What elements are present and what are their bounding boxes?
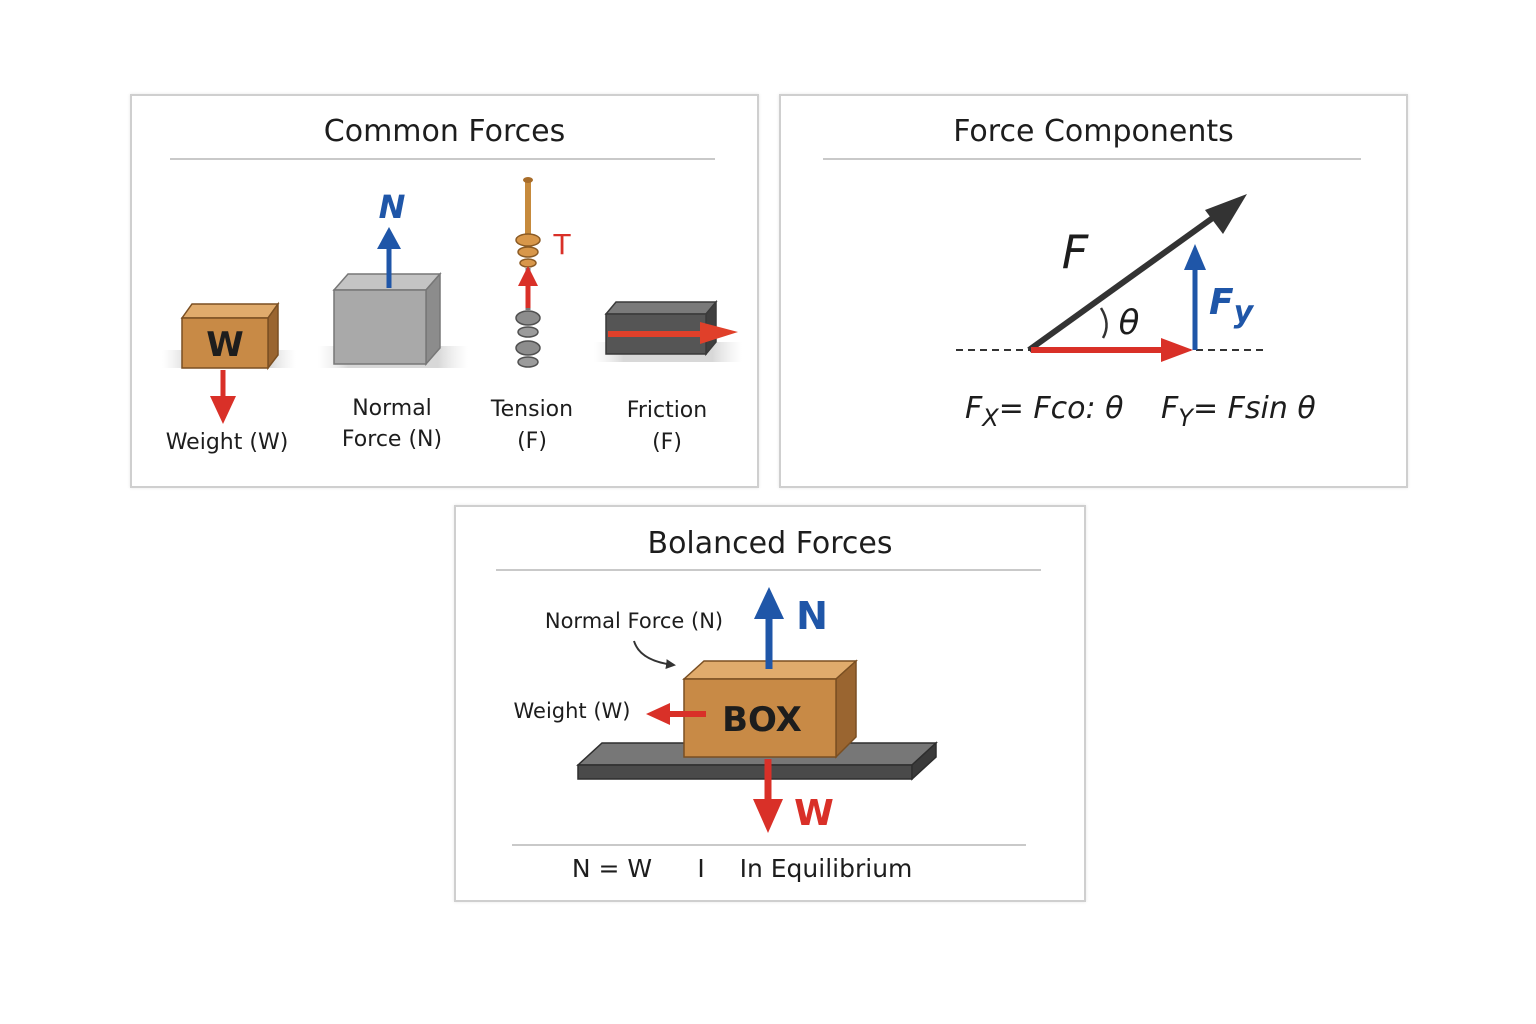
rope-knot-2 bbox=[517, 246, 539, 258]
balanced-forces-panel: Bolanced Forces BOX N bbox=[454, 505, 1086, 902]
normal-symbol: N bbox=[379, 188, 406, 226]
rope-knot-3 bbox=[519, 258, 537, 268]
platform-side bbox=[911, 741, 937, 781]
friction-label-line2: (F) bbox=[652, 430, 682, 455]
force-vector bbox=[1027, 194, 1247, 353]
box-label: BOX bbox=[722, 700, 802, 740]
weight-box-front bbox=[181, 317, 269, 369]
normal-arrow bbox=[754, 587, 784, 669]
force-components-panel: Force Components θ F Fy FX= Fco: θ FY= F… bbox=[779, 94, 1408, 488]
fy-label: Fy bbox=[1209, 282, 1255, 330]
common-forces-title: Common Forces bbox=[323, 114, 566, 149]
weight-down-arrow bbox=[753, 759, 783, 833]
balanced-forces-illustration: BOX N W bbox=[576, 587, 938, 834]
weight-symbol: W bbox=[794, 793, 834, 834]
fy-vector bbox=[1184, 244, 1206, 350]
tension-rope bbox=[515, 177, 541, 368]
weight-box-letter: W bbox=[206, 325, 244, 365]
spring-coil-3 bbox=[515, 340, 541, 356]
friction-arrow-head bbox=[700, 322, 738, 344]
rope-end bbox=[523, 177, 533, 183]
weight-box: W bbox=[162, 301, 296, 371]
fy-label-sub: y bbox=[1234, 295, 1255, 330]
equation: N = W bbox=[571, 854, 653, 883]
box: BOX bbox=[682, 659, 858, 759]
fy-equation: FY= Fsin θ bbox=[1161, 391, 1316, 432]
force-components-illustration: θ F Fy FX= Fco: θ FY= Fsin θ bbox=[956, 194, 1316, 432]
fx-vector-head bbox=[1161, 338, 1193, 362]
spring-coil-4 bbox=[517, 356, 539, 368]
tension-symbol: T bbox=[552, 228, 571, 261]
normal-label-line1: Normal bbox=[352, 396, 432, 421]
weight-label: Weight (W) bbox=[165, 430, 289, 455]
title-divider bbox=[823, 158, 1361, 160]
title-divider bbox=[496, 569, 1041, 571]
fy-eq-sub: Y bbox=[1178, 404, 1195, 432]
fy-eq-main: F bbox=[1161, 391, 1179, 426]
fy-eq-rhs: = Fsin θ bbox=[1193, 391, 1316, 426]
title-divider bbox=[170, 158, 715, 160]
fx-eq-rhs: = Fco: θ bbox=[999, 391, 1124, 426]
normal-pointer-arrow bbox=[633, 640, 676, 670]
normal-block bbox=[318, 272, 468, 368]
normal-block-front bbox=[333, 289, 427, 365]
spring-coil-1 bbox=[515, 310, 541, 326]
normal-block-side bbox=[425, 272, 441, 366]
common-forces-panel: Common Forces W bbox=[130, 94, 759, 488]
fy-label-main: F bbox=[1209, 282, 1234, 323]
normal-force-label: Normal Force (N) bbox=[544, 609, 724, 633]
friction-label-line1: Friction bbox=[626, 398, 708, 423]
force-components-title: Force Components bbox=[953, 114, 1234, 149]
balanced-forces-title: Bolanced Forces bbox=[647, 526, 893, 561]
normal-symbol: N bbox=[796, 594, 828, 638]
force-symbol: F bbox=[1062, 225, 1089, 279]
weight-arrow bbox=[210, 370, 236, 424]
force-vector-shaft bbox=[1027, 209, 1223, 353]
weight-down-head bbox=[753, 799, 783, 833]
rope-knot-1 bbox=[515, 233, 541, 247]
common-forces-illustration: W N bbox=[162, 177, 742, 424]
equilibrium-status: In Equilibrium bbox=[739, 854, 913, 883]
normal-label-line2: Force (N) bbox=[341, 427, 443, 452]
platform-front bbox=[577, 764, 913, 780]
tension-arrow-head bbox=[518, 266, 538, 286]
spring-coil-2 bbox=[517, 326, 539, 338]
normal-arrow-head bbox=[377, 227, 401, 249]
weight-label: Weight (W) bbox=[513, 699, 631, 723]
angle-symbol: θ bbox=[1119, 303, 1140, 343]
separator: I bbox=[697, 854, 705, 883]
friction-arrow bbox=[608, 322, 738, 344]
force-vector-head bbox=[1205, 194, 1247, 234]
weight-left-head bbox=[646, 703, 670, 725]
fy-vector-head bbox=[1184, 244, 1206, 270]
box-front bbox=[683, 678, 837, 758]
friction-block-top bbox=[604, 301, 718, 315]
normal-arrow-head bbox=[754, 587, 784, 619]
tension-label-line2: (F) bbox=[517, 429, 547, 454]
normal-arrow bbox=[377, 227, 401, 288]
fx-vector bbox=[1031, 338, 1193, 362]
tension-arrow bbox=[518, 266, 538, 308]
fx-eq-main: F bbox=[965, 391, 983, 426]
bottom-divider bbox=[512, 844, 1026, 846]
weight-arrow-head bbox=[210, 396, 236, 424]
weight-left-arrow bbox=[646, 703, 706, 725]
angle-arc bbox=[1099, 307, 1108, 339]
fx-eq-sub: X bbox=[980, 404, 999, 432]
tension-label-line1: Tension bbox=[490, 397, 574, 422]
weight-box-top bbox=[180, 303, 280, 319]
fx-equation: FX= Fco: θ bbox=[965, 391, 1124, 432]
